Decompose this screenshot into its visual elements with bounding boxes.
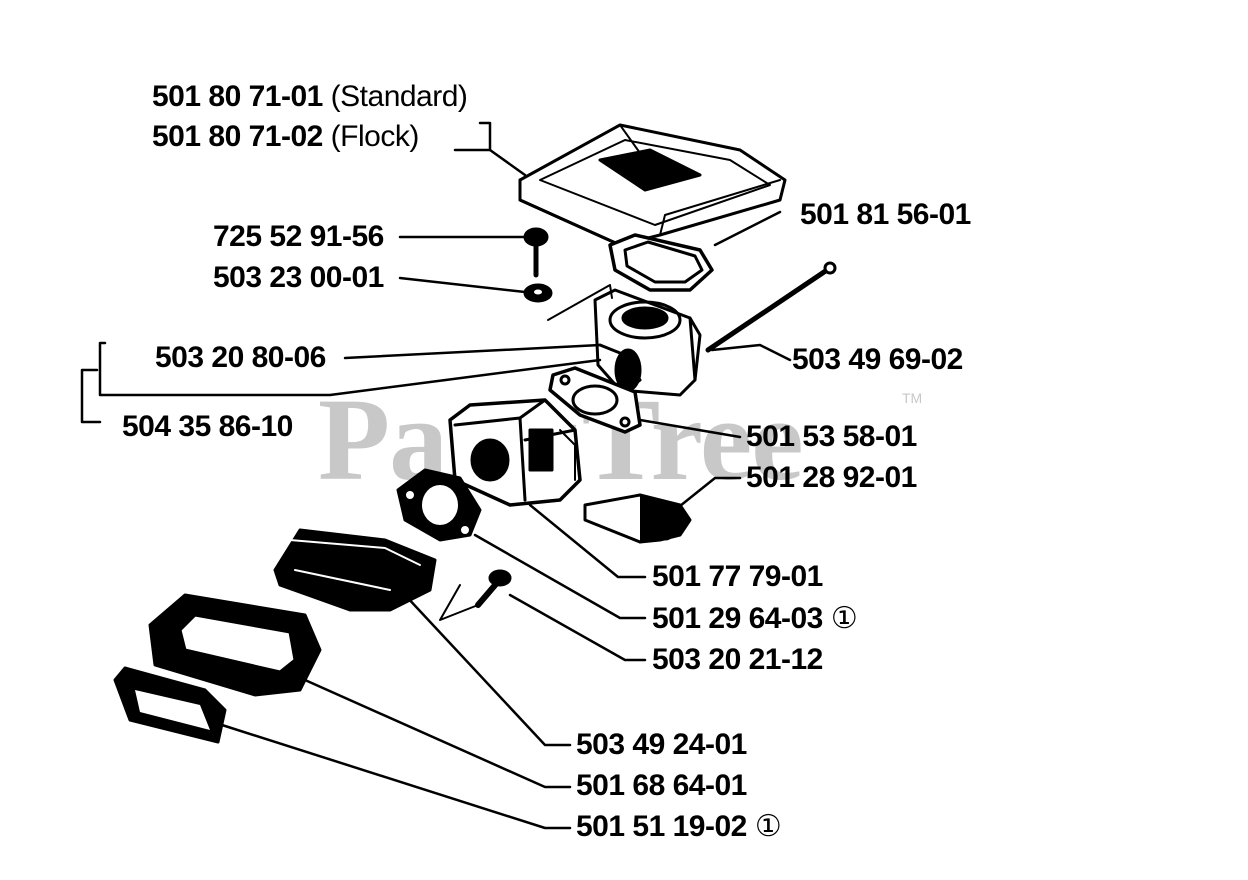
- part-label-503-49-24-01[interactable]: 503 49 24-01: [576, 728, 747, 761]
- part-label-501-77-79-01[interactable]: 501 77 79-01: [652, 560, 823, 593]
- watermark-tm: TM: [902, 390, 923, 406]
- part-number: 501 51 19-02: [576, 810, 747, 843]
- part-label-503-20-21-12[interactable]: 503 20 21-12: [652, 643, 823, 676]
- intake-elbow-drawing: [547, 284, 702, 397]
- part-label-501-81-56-01[interactable]: 501 81 56-01: [800, 198, 971, 231]
- part-label-725-52-91-56[interactable]: 725 52 91-56: [213, 220, 384, 253]
- part-label-501-80-71-02[interactable]: 501 80 71-02 (Flock): [152, 122, 419, 152]
- part-number: 501 29 64-03: [652, 602, 823, 635]
- part-label-501-80-71-01[interactable]: 501 80 71-01 (Standard): [152, 80, 468, 113]
- part-note: (Standard): [330, 80, 468, 113]
- part-label-503-49-69-02[interactable]: 503 49 69-02: [792, 343, 963, 376]
- part-label-501-68-64-01[interactable]: 501 68 64-01: [576, 769, 747, 802]
- part-label-501-53-58-01[interactable]: 501 53 58-01: [746, 420, 917, 453]
- filter-gasket-drawing: [608, 233, 714, 292]
- insulator-drawing: [148, 593, 322, 697]
- part-number: 501 80 71-02: [152, 120, 323, 153]
- leader-lines: [80, 121, 792, 830]
- part-number: 501 80 71-01: [152, 80, 323, 113]
- carb-gasket-drawing: [396, 468, 482, 542]
- gasket-drawing: [548, 366, 642, 434]
- pin-drawing: [705, 261, 837, 353]
- air-filter-cover-drawing: [518, 123, 787, 247]
- bottom-gasket-drawing: [113, 666, 227, 744]
- part-note: (Flock): [330, 120, 420, 153]
- footnote-marker: ①: [754, 810, 782, 843]
- part-label-501-28-92-01[interactable]: 501 28 92-01: [746, 461, 917, 494]
- small-screw-drawing: [439, 569, 512, 621]
- carburetor-drawing: [448, 398, 582, 507]
- fuel-filter-drawing: [583, 493, 692, 544]
- part-label-503-20-80-06[interactable]: 503 20 80-06: [155, 341, 326, 374]
- part-label-503-23-00-01[interactable]: 503 23 00-01: [213, 261, 384, 294]
- footnote-marker: ①: [830, 602, 858, 635]
- screw-drawing: [523, 227, 553, 303]
- part-label-504-35-86-10[interactable]: 504 35 86-10: [122, 410, 293, 443]
- heat-shield-drawing: [273, 528, 437, 612]
